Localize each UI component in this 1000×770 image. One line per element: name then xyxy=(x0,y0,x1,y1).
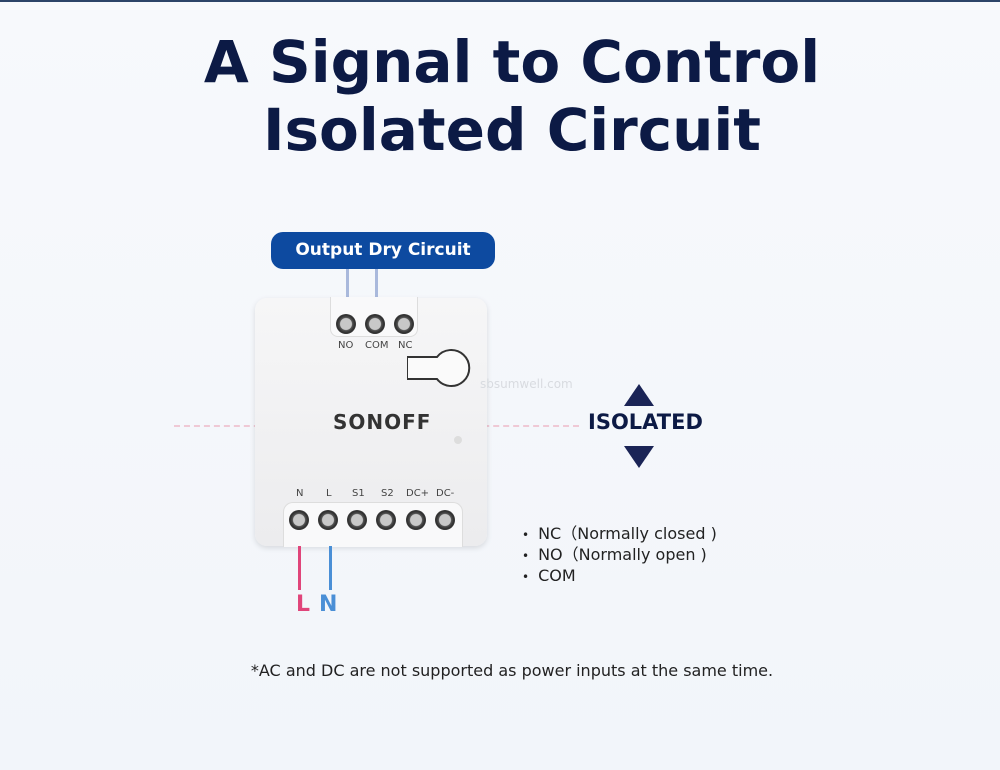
isolated-label: ISOLATED xyxy=(588,410,703,434)
watermark: sbsumwell.com xyxy=(480,377,573,391)
terminal-label: COM xyxy=(365,340,389,351)
screw xyxy=(365,314,385,334)
screw xyxy=(347,510,367,530)
list-item: NO（Normally open ) xyxy=(522,545,717,566)
neutral-label: N xyxy=(319,592,338,617)
sonoff-device: NO COM NC SONOFF N L S1 S2 DC+ DC- xyxy=(255,297,487,547)
screw xyxy=(435,510,455,530)
wire-no xyxy=(346,269,349,299)
terminal-label: S1 xyxy=(352,488,365,499)
arrow-down-icon xyxy=(624,446,654,468)
screw xyxy=(376,510,396,530)
arrow-up-icon xyxy=(624,384,654,406)
terminal-label: N xyxy=(296,488,304,499)
list-item: COM xyxy=(522,566,717,587)
screw xyxy=(394,314,414,334)
wire-com xyxy=(375,269,378,299)
terminal-label: NC xyxy=(398,340,413,351)
brand-logo: SONOFF xyxy=(333,410,432,434)
title-line-1: A Signal to Control xyxy=(203,28,821,96)
led-indicator xyxy=(454,436,462,444)
live-wire xyxy=(298,546,301,590)
live-label: L xyxy=(296,592,311,617)
top-border xyxy=(0,0,1000,2)
terminal-label: NO xyxy=(338,340,354,351)
screw xyxy=(318,510,338,530)
screw xyxy=(289,510,309,530)
pairing-button xyxy=(407,349,471,387)
terminal-list: NC（Normally closed ) NO（Normally open ) … xyxy=(522,524,717,587)
bottom-terminal-block xyxy=(283,502,463,547)
neutral-wire xyxy=(329,546,332,590)
output-dry-circuit-badge: Output Dry Circuit xyxy=(271,232,495,269)
terminal-label: DC+ xyxy=(406,488,430,499)
screw xyxy=(406,510,426,530)
terminal-label: L xyxy=(326,488,332,499)
list-item: NC（Normally closed ) xyxy=(522,524,717,545)
terminal-label: S2 xyxy=(381,488,394,499)
title-line-2: Isolated Circuit xyxy=(262,96,762,164)
footnote: *AC and DC are not supported as power in… xyxy=(250,661,774,680)
screw xyxy=(336,314,356,334)
terminal-label: DC- xyxy=(436,488,455,499)
